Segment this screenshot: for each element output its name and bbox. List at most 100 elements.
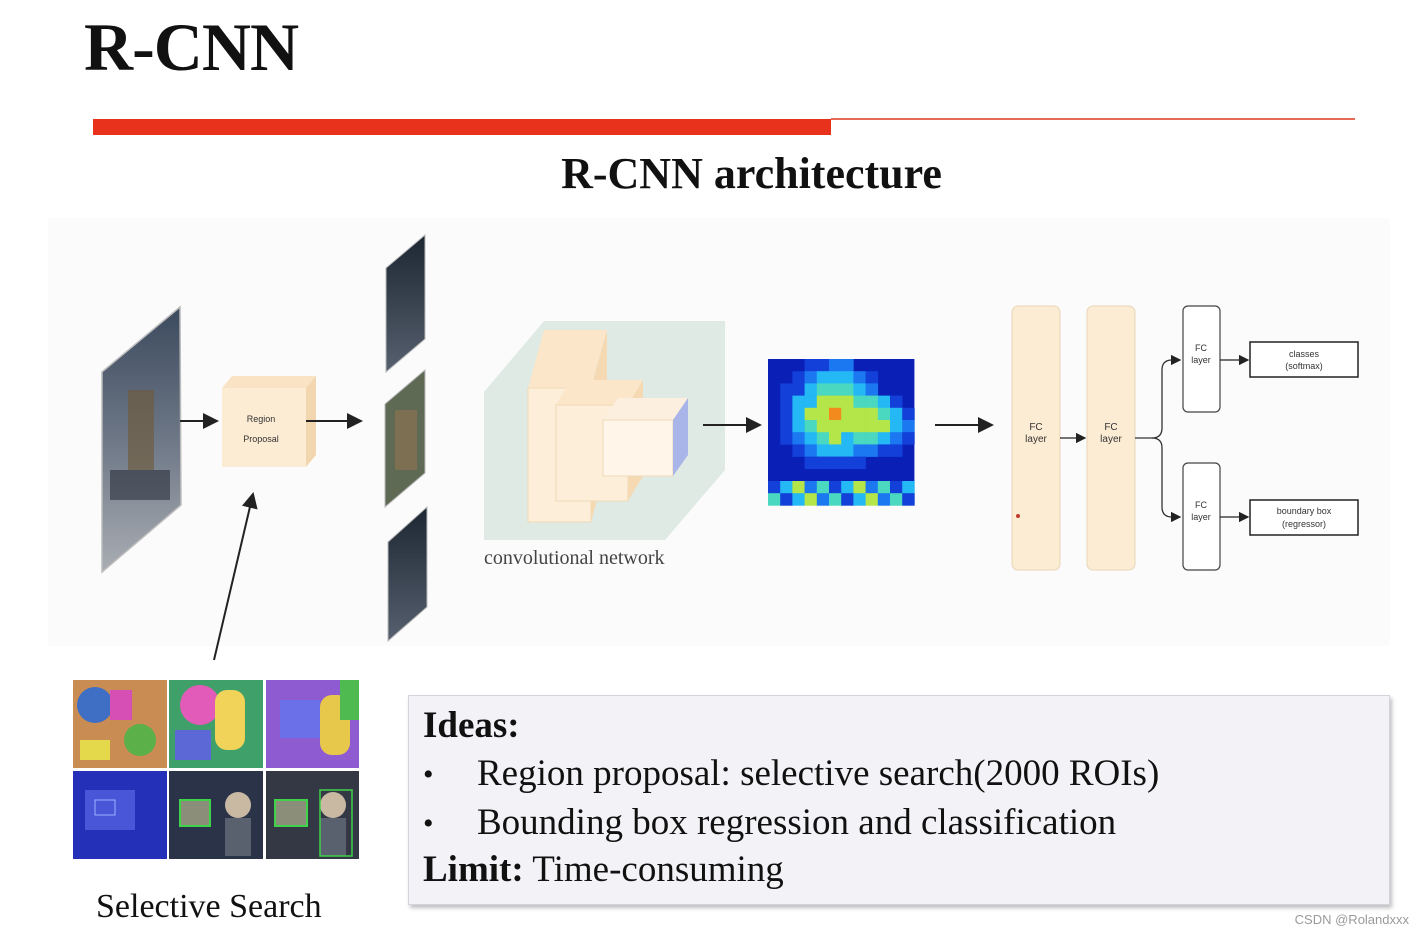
selective-search-caption: Selective Search (96, 888, 322, 925)
feature-map-cell (829, 371, 842, 384)
feature-map-cell (853, 456, 866, 470)
feature-map-cell (816, 371, 830, 384)
feature-map-cell (841, 444, 854, 457)
feature-map-cell (816, 493, 830, 506)
feature-map-cell (865, 444, 879, 457)
segmentation-thumb-1 (73, 680, 167, 768)
feature-map-cell (816, 444, 830, 457)
feature-map-cell (902, 432, 915, 445)
feature-map-cell (829, 481, 842, 494)
feature-map-cell (780, 493, 793, 506)
feature-map-cell (829, 493, 842, 506)
selective-search-thumb-5 (169, 771, 263, 859)
feature-map-cell (841, 432, 854, 445)
feature-map-cell (841, 481, 854, 494)
diagram-title: R-CNN architecture (561, 149, 942, 198)
feature-map (768, 359, 915, 506)
bbox-label-2: (regressor) (1282, 519, 1326, 529)
feature-map-cell (768, 493, 781, 506)
feature-map-cell (816, 407, 830, 421)
feature-map-cell (877, 493, 891, 506)
feature-map-cell (816, 456, 830, 470)
feature-map-cell (853, 383, 866, 396)
fc-layer-1: FC layer (1011, 305, 1061, 571)
fc-layer-label: FC (1195, 500, 1207, 510)
feature-map-cell (829, 444, 842, 457)
feature-map-cell (890, 493, 903, 506)
fc-layer-label: FC (1029, 422, 1042, 433)
selective-search-images (73, 680, 359, 859)
region-proposal-label: Region (247, 414, 276, 424)
feature-map-cell (780, 395, 793, 409)
classes-label: classes (1289, 349, 1320, 359)
feature-map-cell (792, 383, 805, 396)
ideas-bullet-2: Bounding box regression and classificati… (477, 802, 1117, 843)
feature-map-cell (792, 432, 805, 445)
fc-layer-label-2: layer (1191, 355, 1211, 365)
feature-map-cell (780, 420, 793, 433)
feature-map-cell (841, 493, 854, 506)
title-accent-bar (93, 119, 831, 135)
feature-map-cell (890, 432, 903, 445)
convolutional-network (484, 321, 725, 540)
selective-search-thumb-4 (73, 771, 167, 859)
feature-map-cell (890, 420, 903, 433)
fc-layer-label: FC (1195, 343, 1207, 353)
feature-map-cell (877, 444, 891, 457)
feature-map-cell (780, 383, 793, 396)
feature-map-cell (804, 493, 818, 506)
bullet-glyph: • (423, 807, 434, 840)
feature-map-cell (829, 432, 842, 445)
feature-map-cell (804, 420, 818, 433)
region-crop-1 (385, 233, 426, 374)
region-crop-2 (384, 368, 426, 509)
feature-map-cell (804, 359, 818, 372)
selective-search-thumb-6 (266, 771, 359, 859)
feature-map-cell (877, 395, 891, 409)
feature-map-cell (877, 432, 891, 445)
bbox-output-box: boundary box (regressor) (1249, 499, 1359, 536)
ideas-box: Ideas: • Region proposal: selective sear… (408, 695, 1390, 905)
feature-map-cell (853, 493, 866, 506)
feature-map-cell (853, 481, 866, 494)
feature-map-cell (865, 395, 879, 409)
feature-map-cell (890, 407, 903, 421)
feature-map-cell (841, 359, 854, 372)
feature-map-cell (792, 407, 805, 421)
feature-map-cell (853, 444, 866, 457)
feature-map-cell (841, 371, 854, 384)
region-crop-3 (387, 505, 428, 643)
feature-map-cell (865, 493, 879, 506)
feature-map-cell (804, 371, 818, 384)
feature-map-cell (841, 383, 854, 396)
feature-map-cell (865, 383, 879, 396)
feature-map-cell (792, 371, 805, 384)
feature-map-cell (829, 420, 842, 433)
feature-map-cell (804, 383, 818, 396)
feature-map-cell (804, 395, 818, 409)
branch-connectors (1135, 354, 1182, 523)
feature-map-cell (902, 493, 915, 506)
feature-map-cell (890, 395, 903, 409)
feature-map-cell (792, 420, 805, 433)
feature-map-cell (816, 395, 830, 409)
region-proposal-label-2: Proposal (243, 434, 279, 444)
feature-map-cell (877, 481, 891, 494)
feature-map-cell (792, 444, 805, 457)
feature-map-cell (865, 407, 879, 421)
feature-map-cell (780, 432, 793, 445)
segmentation-thumb-3 (266, 680, 359, 768)
feature-map-cell (853, 371, 866, 384)
feature-map-cell (804, 456, 818, 470)
bullet-glyph: • (423, 758, 434, 791)
limit-line: Limit: Time-consuming (423, 848, 784, 891)
feature-map-cell (890, 481, 903, 494)
feature-map-cell (792, 493, 805, 506)
classes-output-box: classes (softmax) (1249, 341, 1359, 378)
feature-map-cell (804, 432, 818, 445)
limit-label: Limit: (423, 849, 524, 890)
feature-map-cell (792, 481, 805, 494)
convolutional-network-label: convolutional network (484, 547, 665, 569)
limit-text: Time-consuming (532, 849, 784, 890)
feature-map-cell (804, 407, 818, 421)
